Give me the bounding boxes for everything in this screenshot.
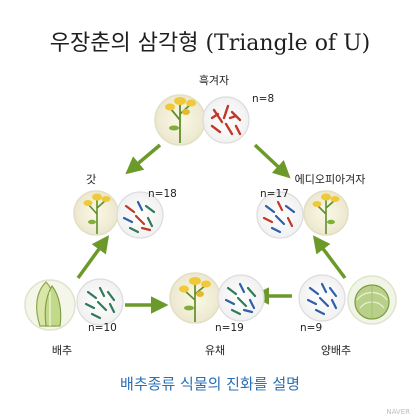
- node-cabbage: n=9 양배추: [298, 274, 397, 357]
- arrows: [76, 143, 347, 314]
- arrow-bl-to-left: [76, 235, 110, 280]
- page-title: 우장춘의 삼각형 (Triangle of U): [50, 31, 370, 56]
- arrow-br-to-right: [312, 235, 347, 280]
- chromosome-set-icon: [262, 200, 296, 234]
- node-label: 흑겨자: [199, 73, 229, 87]
- chromosome-circle: [202, 96, 250, 144]
- caption: 배추종류 식물의 진화를 설명: [120, 375, 300, 393]
- node-label: 에디오피아겨자: [295, 173, 366, 186]
- node-label: 갓: [86, 173, 96, 186]
- flowering-plant-icon: [83, 193, 111, 234]
- node-label: 유채: [205, 344, 225, 357]
- flowering-plant-icon: [312, 193, 340, 234]
- cabbage-icon: [354, 284, 390, 320]
- node-napa-cabbage: n=10 배추: [24, 278, 124, 357]
- chromosome-count: n=17: [260, 188, 289, 200]
- chromosome-circle: [76, 278, 124, 326]
- chromosome-set-icon: [306, 282, 338, 316]
- chromosome-count: n=9: [300, 322, 322, 334]
- chromosome-circle: [298, 274, 346, 322]
- chromosome-circle: [217, 274, 265, 322]
- flowering-plant-icon: [179, 277, 211, 322]
- node-rapeseed: n=19 유채: [169, 272, 265, 357]
- chromosome-set-icon: [210, 104, 242, 136]
- chromosome-count: n=8: [252, 93, 274, 105]
- watermark: NAVER: [386, 408, 410, 416]
- flowering-plant-icon: [165, 97, 196, 143]
- chromosome-set-icon: [84, 286, 116, 320]
- node-black-mustard: 흑겨자 n=8: [154, 73, 274, 146]
- chromosome-count: n=18: [148, 188, 177, 200]
- chromosome-set-icon: [224, 282, 257, 316]
- arrow-top-to-left: [125, 143, 162, 175]
- napa-cabbage-icon: [36, 281, 62, 327]
- node-label: 양배추: [321, 344, 351, 357]
- node-label: 배추: [52, 344, 72, 357]
- node-mustard-greens: 갓 n=18: [73, 173, 177, 239]
- chromosome-count: n=19: [215, 322, 244, 334]
- node-ethiopian-mustard: 에디오피아겨자 n=17: [256, 173, 366, 239]
- chromosome-set-icon: [122, 200, 156, 234]
- chromosome-count: n=10: [88, 322, 117, 334]
- arrow-top-to-right: [253, 143, 291, 179]
